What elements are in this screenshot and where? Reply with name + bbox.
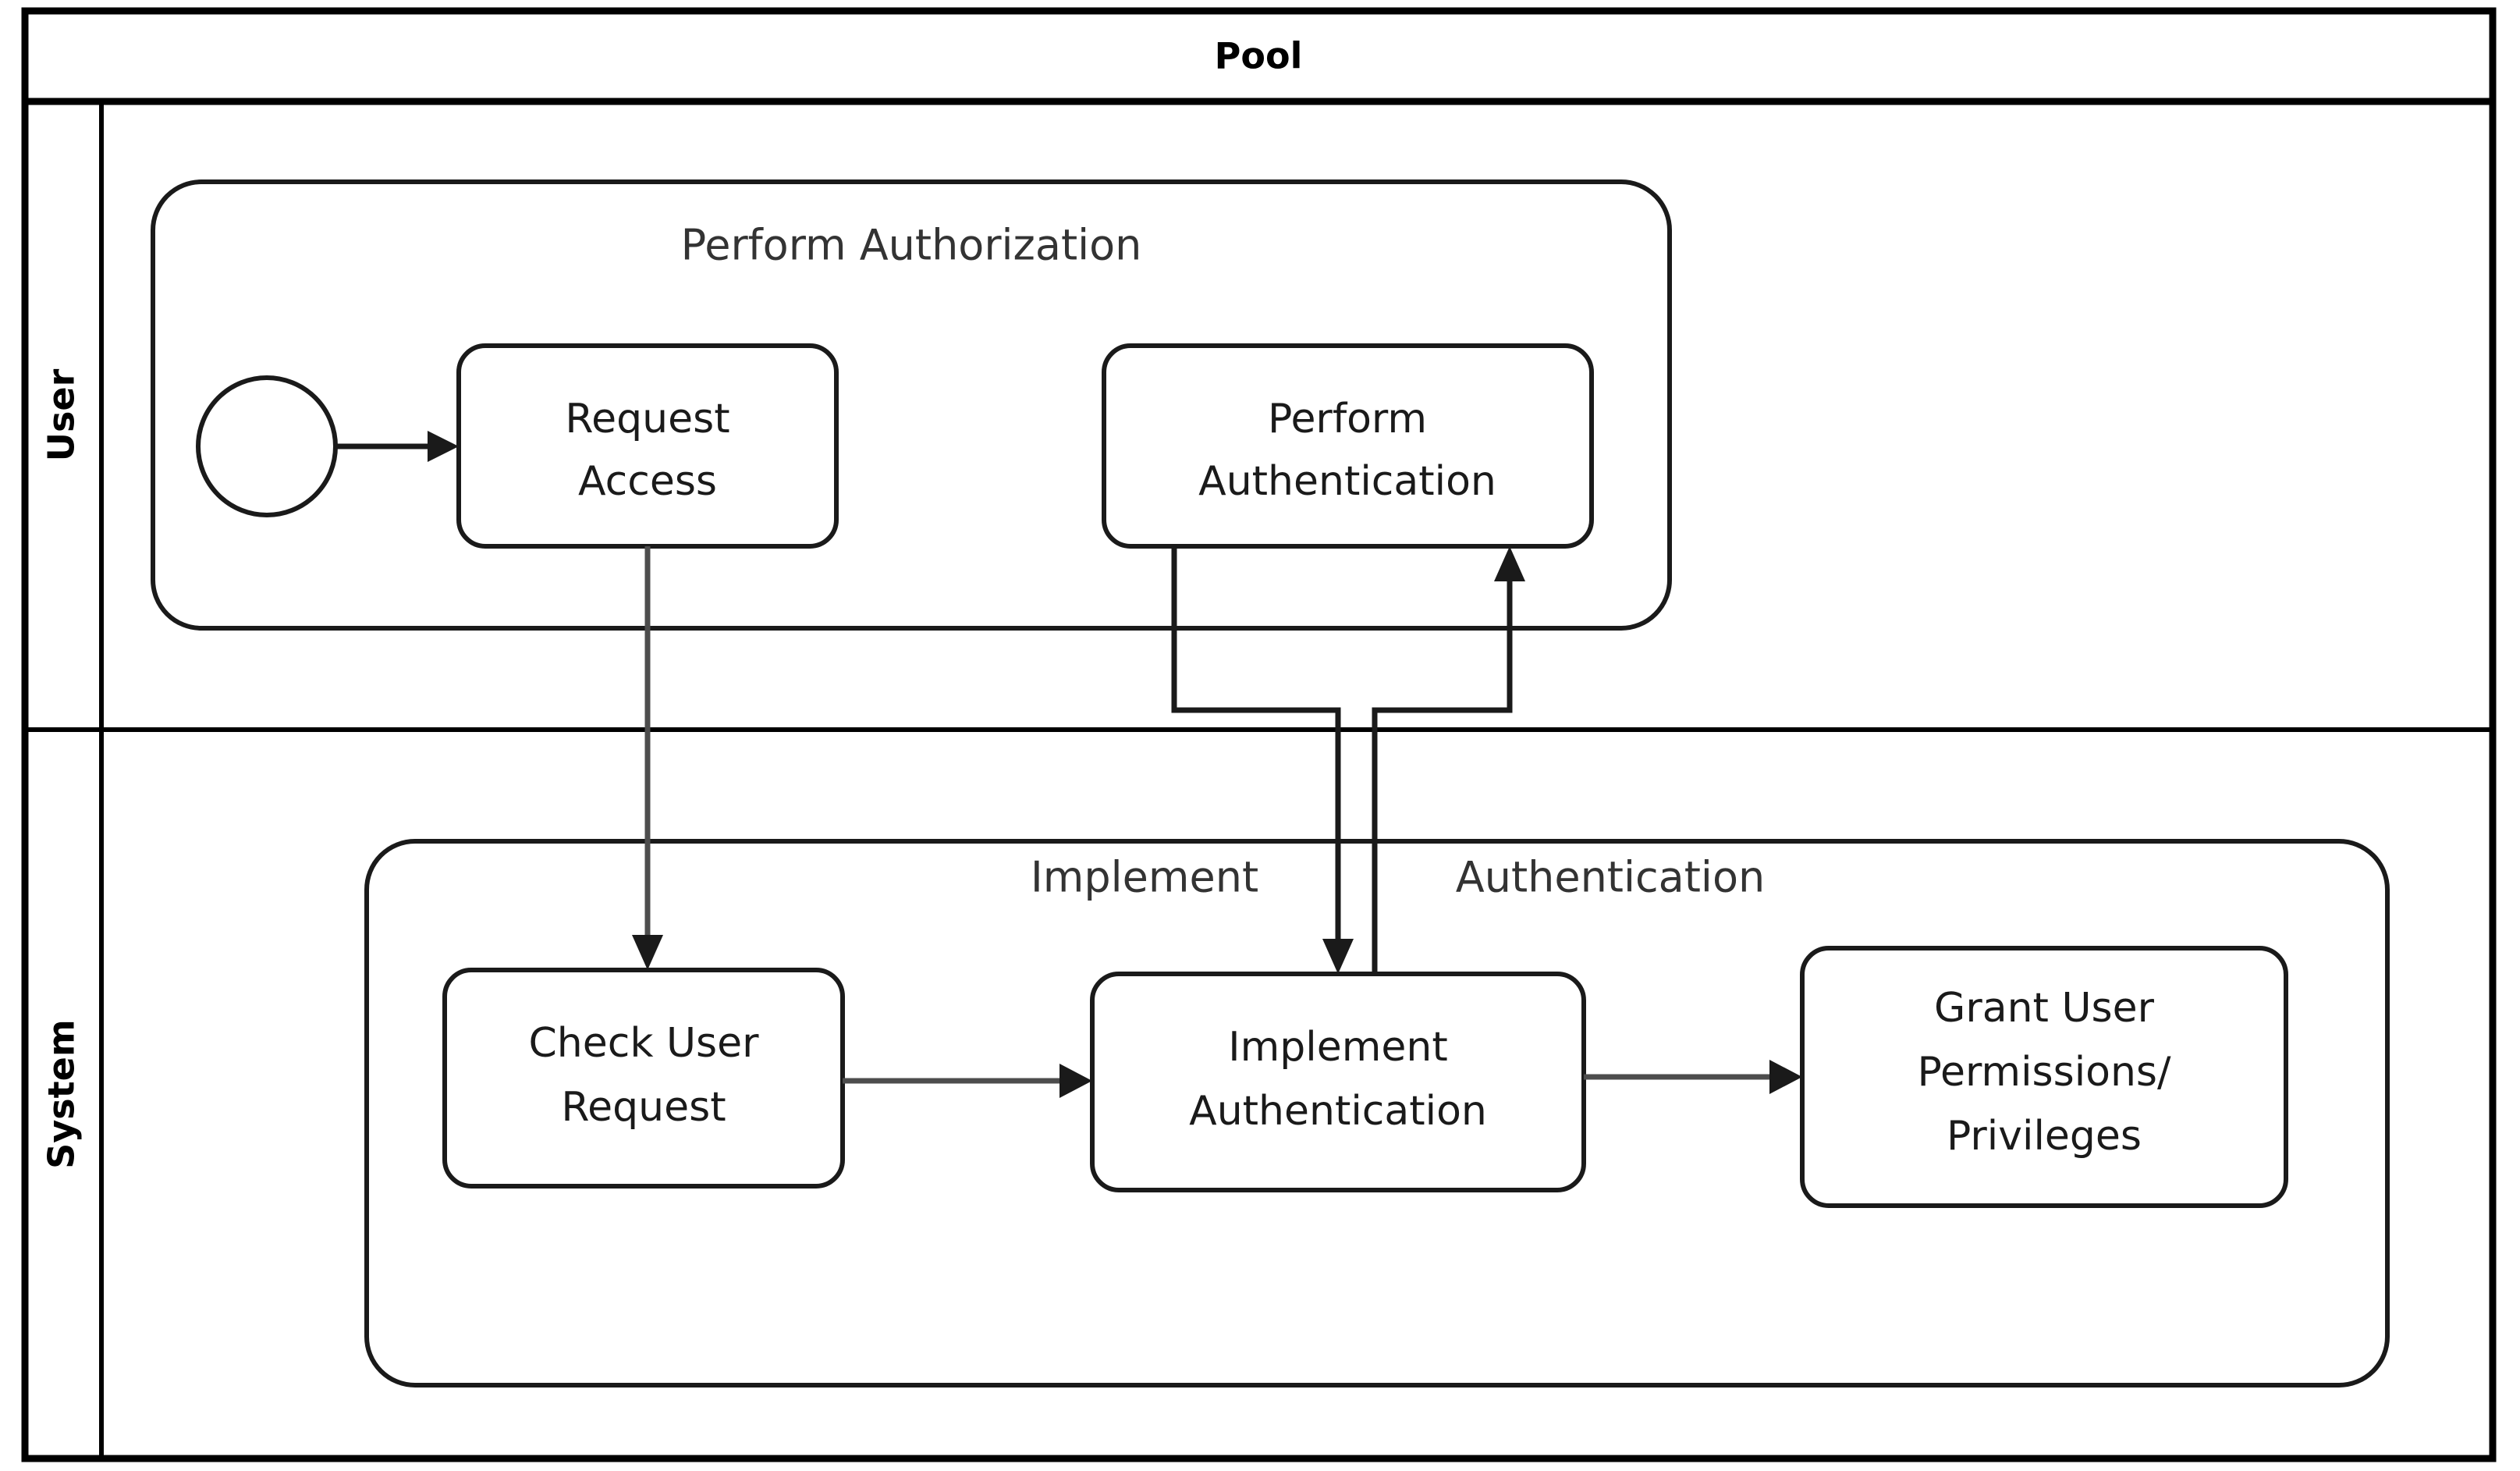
flow-request-access-to-check-user-request	[632, 546, 663, 970]
arrowhead-to-implement-authentication	[1059, 1064, 1092, 1098]
task-request-access-line2: Access	[578, 458, 717, 505]
lane-label-system-text: System	[41, 1019, 83, 1169]
task-grant-user-permissions-line1: Grant User	[1934, 985, 2155, 1032]
subprocess-perform-authorization-label: Perform Authorization	[681, 221, 1142, 270]
flow-check-user-request-to-implement-authentication	[843, 1064, 1092, 1098]
lane-label-user-text: User	[41, 368, 83, 461]
task-request-access-line1: Request	[565, 396, 729, 442]
task-perform-authentication-line1: Perform	[1268, 396, 1427, 442]
task-check-user-request-line1: Check User	[528, 1020, 759, 1067]
task-request-access[interactable]	[456, 343, 839, 549]
arrowhead-to-grant-user-permissions	[1769, 1060, 1802, 1094]
pool-outer-border	[21, 7, 2497, 1462]
lane-label-system: System	[41, 1019, 83, 1169]
flow-perform-to-implement-path	[1171, 546, 1341, 954]
subprocess-implement-authentication-label-part1: Implement	[1031, 853, 1258, 902]
lane-label-user: User	[41, 368, 83, 461]
arrowhead-to-perform-authentication	[1494, 546, 1525, 581]
task-implement-authentication[interactable]	[1090, 972, 1586, 1192]
pool-title: Pool	[1215, 35, 1303, 77]
subprocess-implement-authentication-label-part2: Authentication	[1456, 853, 1765, 902]
task-perform-authentication-line2: Authentication	[1198, 458, 1496, 505]
start-event-circle[interactable]	[196, 375, 338, 517]
task-perform-authentication[interactable]	[1102, 343, 1594, 549]
flow-implement-to-perform-path	[1372, 567, 1513, 974]
task-grant-user-permissions-line2: Permissions/	[1917, 1049, 2171, 1096]
arrowhead-to-request-access	[428, 431, 459, 462]
pool-frame	[21, 7, 2497, 1462]
flow-start-to-request-access	[335, 431, 459, 462]
task-check-user-request-line2: Request	[561, 1084, 726, 1131]
flow-perform-authentication-to-implement-authentication	[1171, 546, 1354, 974]
arrowhead-to-implement-from-perform	[1322, 939, 1354, 974]
task-implement-authentication-line1: Implement	[1228, 1024, 1447, 1071]
flow-implement-authentication-to-perform-authentication	[1372, 546, 1525, 974]
task-implement-authentication-line2: Authentication	[1189, 1088, 1487, 1135]
task-check-user-request[interactable]	[442, 968, 845, 1189]
flow-implement-authentication-to-grant-user-permissions	[1584, 1060, 1802, 1094]
task-grant-user-permissions-line3: Privileges	[1947, 1113, 2142, 1160]
arrowhead-to-check-user-request	[632, 935, 663, 970]
